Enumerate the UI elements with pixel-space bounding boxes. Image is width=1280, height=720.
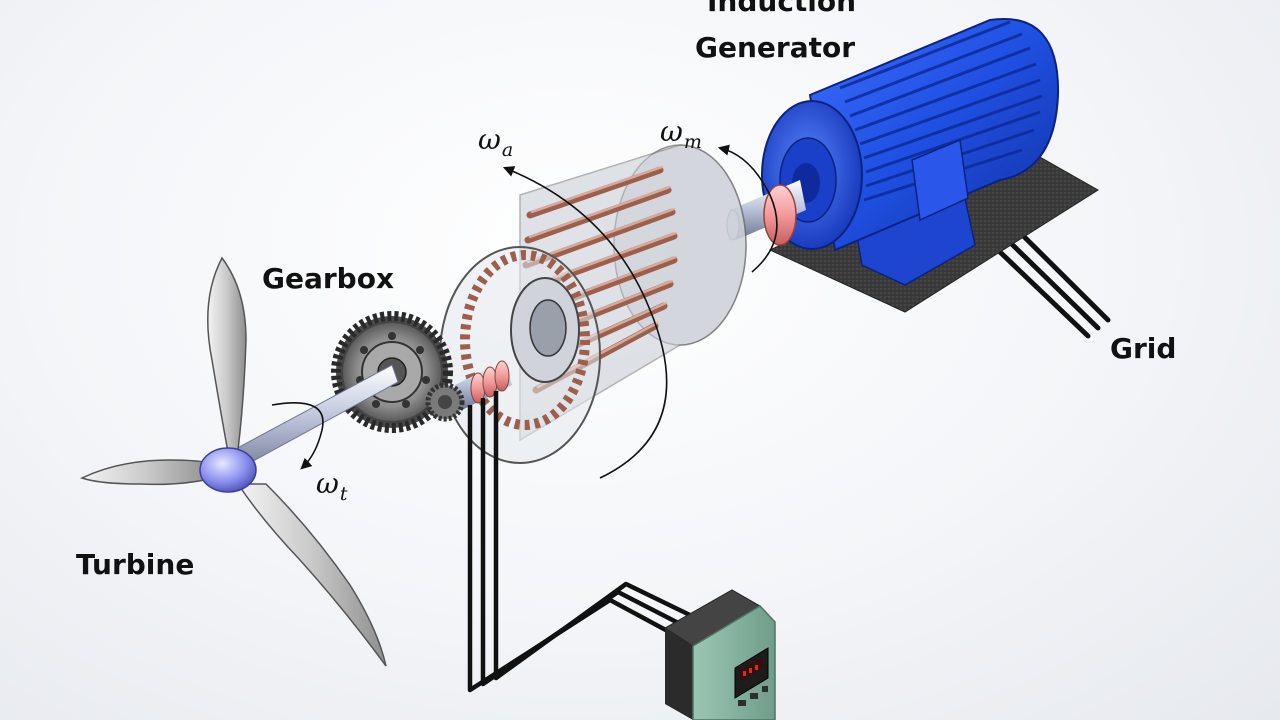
turbine-rotor-icon (79, 256, 387, 667)
induction-motor-icon (761, 17, 1099, 313)
omega-m-symbol: ω (660, 115, 683, 148)
wound-rotor-icon (439, 144, 747, 464)
omega-a-subscript: a (501, 139, 514, 161)
omega-t-label: ωt (316, 467, 347, 504)
omega-t-symbol: ω (316, 467, 339, 500)
turbine-hub (199, 447, 257, 493)
omega-m-label: ωm (660, 115, 702, 152)
rotation-arrow-t (271, 402, 324, 470)
turbine-blade-lower (236, 483, 387, 667)
omega-a-symbol: ω (478, 123, 501, 156)
grid-label: Grid (1110, 332, 1177, 365)
power-converter-icon (664, 589, 776, 720)
omega-a-label: ωa (478, 123, 513, 160)
turbine-blade-left (79, 459, 215, 486)
terminal-box (911, 138, 969, 222)
turbine-blade-upper (207, 256, 247, 453)
gearbox-label: Gearbox (262, 262, 395, 295)
rotation-arrow-m (717, 144, 778, 273)
turbine-label: Turbine (76, 548, 195, 581)
generator-label-line2: Generator (695, 31, 856, 64)
rotation-arrow-a (502, 166, 668, 479)
converter-front (692, 605, 776, 720)
slip-rings (455, 360, 512, 410)
omega-m-subscript: m (683, 131, 702, 153)
generator-label-line1: Induction (707, 0, 857, 18)
omega-t-subscript: t (339, 483, 348, 505)
rotor-cables (467, 391, 697, 693)
